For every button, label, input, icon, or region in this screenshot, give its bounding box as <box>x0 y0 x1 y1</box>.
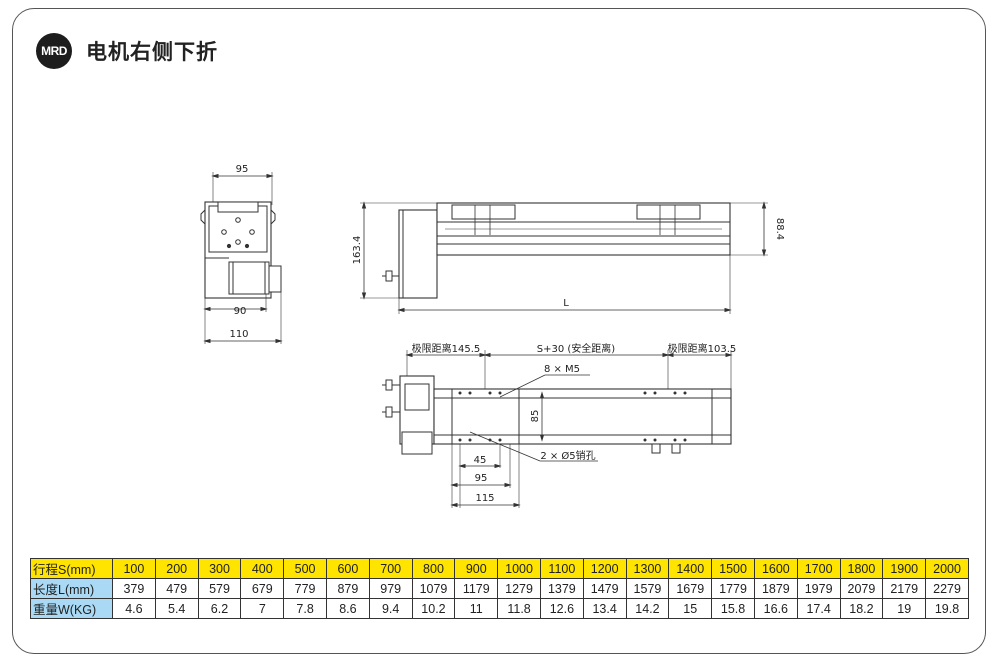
row-label: 重量W(KG) <box>30 598 113 619</box>
table-cell: 10.2 <box>411 598 456 619</box>
table-cell: 1579 <box>625 578 670 599</box>
table-cell: 379 <box>112 578 156 599</box>
dim-stroke-safe: S+30 (安全距离) <box>537 342 616 355</box>
table-cell: 12.6 <box>539 598 584 619</box>
table-cell: 900 <box>454 558 499 579</box>
table-cell: 979 <box>368 578 413 599</box>
dim-top-85: 85 <box>530 410 541 423</box>
brand-logo: MRD <box>36 33 72 69</box>
table-cell: 1200 <box>582 558 627 579</box>
table-cell: 1979 <box>796 578 841 599</box>
table-cell: 1700 <box>796 558 841 579</box>
dim-side-163-4: 163.4 <box>352 236 363 265</box>
table-cell: 2079 <box>839 578 884 599</box>
table-cell: 679 <box>240 578 285 599</box>
table-cell: 879 <box>325 578 370 599</box>
dim-limit-right: 极限距离103.5 <box>668 342 737 355</box>
dim-top-115: 115 <box>475 493 494 504</box>
table-cell: 1479 <box>582 578 627 599</box>
table-cell: 16.6 <box>753 598 798 619</box>
table-cell: 1800 <box>839 558 884 579</box>
table-cell: 1179 <box>454 578 499 599</box>
table-cell: 9.4 <box>368 598 413 619</box>
table-cell: 1079 <box>411 578 456 599</box>
table-cell: 1900 <box>882 558 927 579</box>
table-cell: 400 <box>240 558 285 579</box>
table-cell: 7.8 <box>283 598 327 619</box>
table-cell: 1879 <box>753 578 798 599</box>
table-cell: 1400 <box>668 558 713 579</box>
table-cell: 13.4 <box>582 598 627 619</box>
table-cell: 1679 <box>668 578 713 599</box>
table-cell: 1500 <box>711 558 755 579</box>
table-cell: 800 <box>411 558 456 579</box>
table-cell: 300 <box>197 558 242 579</box>
table-cell: 2000 <box>925 558 969 579</box>
table-cell: 17.4 <box>796 598 841 619</box>
dim-top-95: 95 <box>475 473 488 484</box>
dim-top-45: 45 <box>474 455 487 466</box>
table-cell: 8.6 <box>325 598 370 619</box>
table-cell: 700 <box>368 558 413 579</box>
table-cell: 6.2 <box>197 598 242 619</box>
table-cell: 2179 <box>882 578 927 599</box>
dim-limit-left: 极限距离145.5 <box>412 342 481 355</box>
table-cell: 1279 <box>497 578 541 599</box>
table-cell: 11.8 <box>497 598 541 619</box>
top-view <box>382 350 733 508</box>
table-cell: 19 <box>882 598 927 619</box>
table-cell: 1779 <box>711 578 755 599</box>
table-cell: 100 <box>112 558 156 579</box>
page-title: 电机右侧下折 <box>86 40 218 64</box>
table-cell: 200 <box>154 558 199 579</box>
table-cell: 779 <box>283 578 327 599</box>
table-cell: 1100 <box>539 558 584 579</box>
row-label: 长度L(mm) <box>30 578 113 599</box>
table-cell: 14.2 <box>625 598 670 619</box>
table-cell: 15 <box>668 598 713 619</box>
table-cell: 7 <box>240 598 285 619</box>
table-cell: 2279 <box>925 578 969 599</box>
table-cell: 1600 <box>753 558 798 579</box>
row-label: 行程S(mm) <box>30 558 113 579</box>
dim-side-length: L <box>563 298 569 309</box>
dim-side-88-4: 88.4 <box>774 218 785 240</box>
label-tapped-holes: 8 × M5 <box>544 364 580 375</box>
dim-end-90: 90 <box>234 306 247 317</box>
table-cell: 19.8 <box>925 598 969 619</box>
side-view <box>360 201 768 314</box>
table-cell: 4.6 <box>112 598 156 619</box>
table-cell: 5.4 <box>154 598 199 619</box>
table-cell: 600 <box>325 558 370 579</box>
table-cell: 500 <box>283 558 327 579</box>
table-cell: 579 <box>197 578 242 599</box>
table-cell: 1300 <box>625 558 670 579</box>
table-cell: 18.2 <box>839 598 884 619</box>
table-cell: 11 <box>454 598 499 619</box>
dim-end-95: 95 <box>236 164 249 175</box>
table-cell: 15.8 <box>711 598 755 619</box>
end-view <box>200 172 283 344</box>
label-pin-holes: 2 × Ø5销孔 <box>540 449 595 462</box>
page-frame <box>12 8 986 654</box>
table-cell: 1000 <box>497 558 541 579</box>
dim-end-110: 110 <box>229 329 248 340</box>
table-cell: 479 <box>154 578 199 599</box>
table-cell: 1379 <box>539 578 584 599</box>
